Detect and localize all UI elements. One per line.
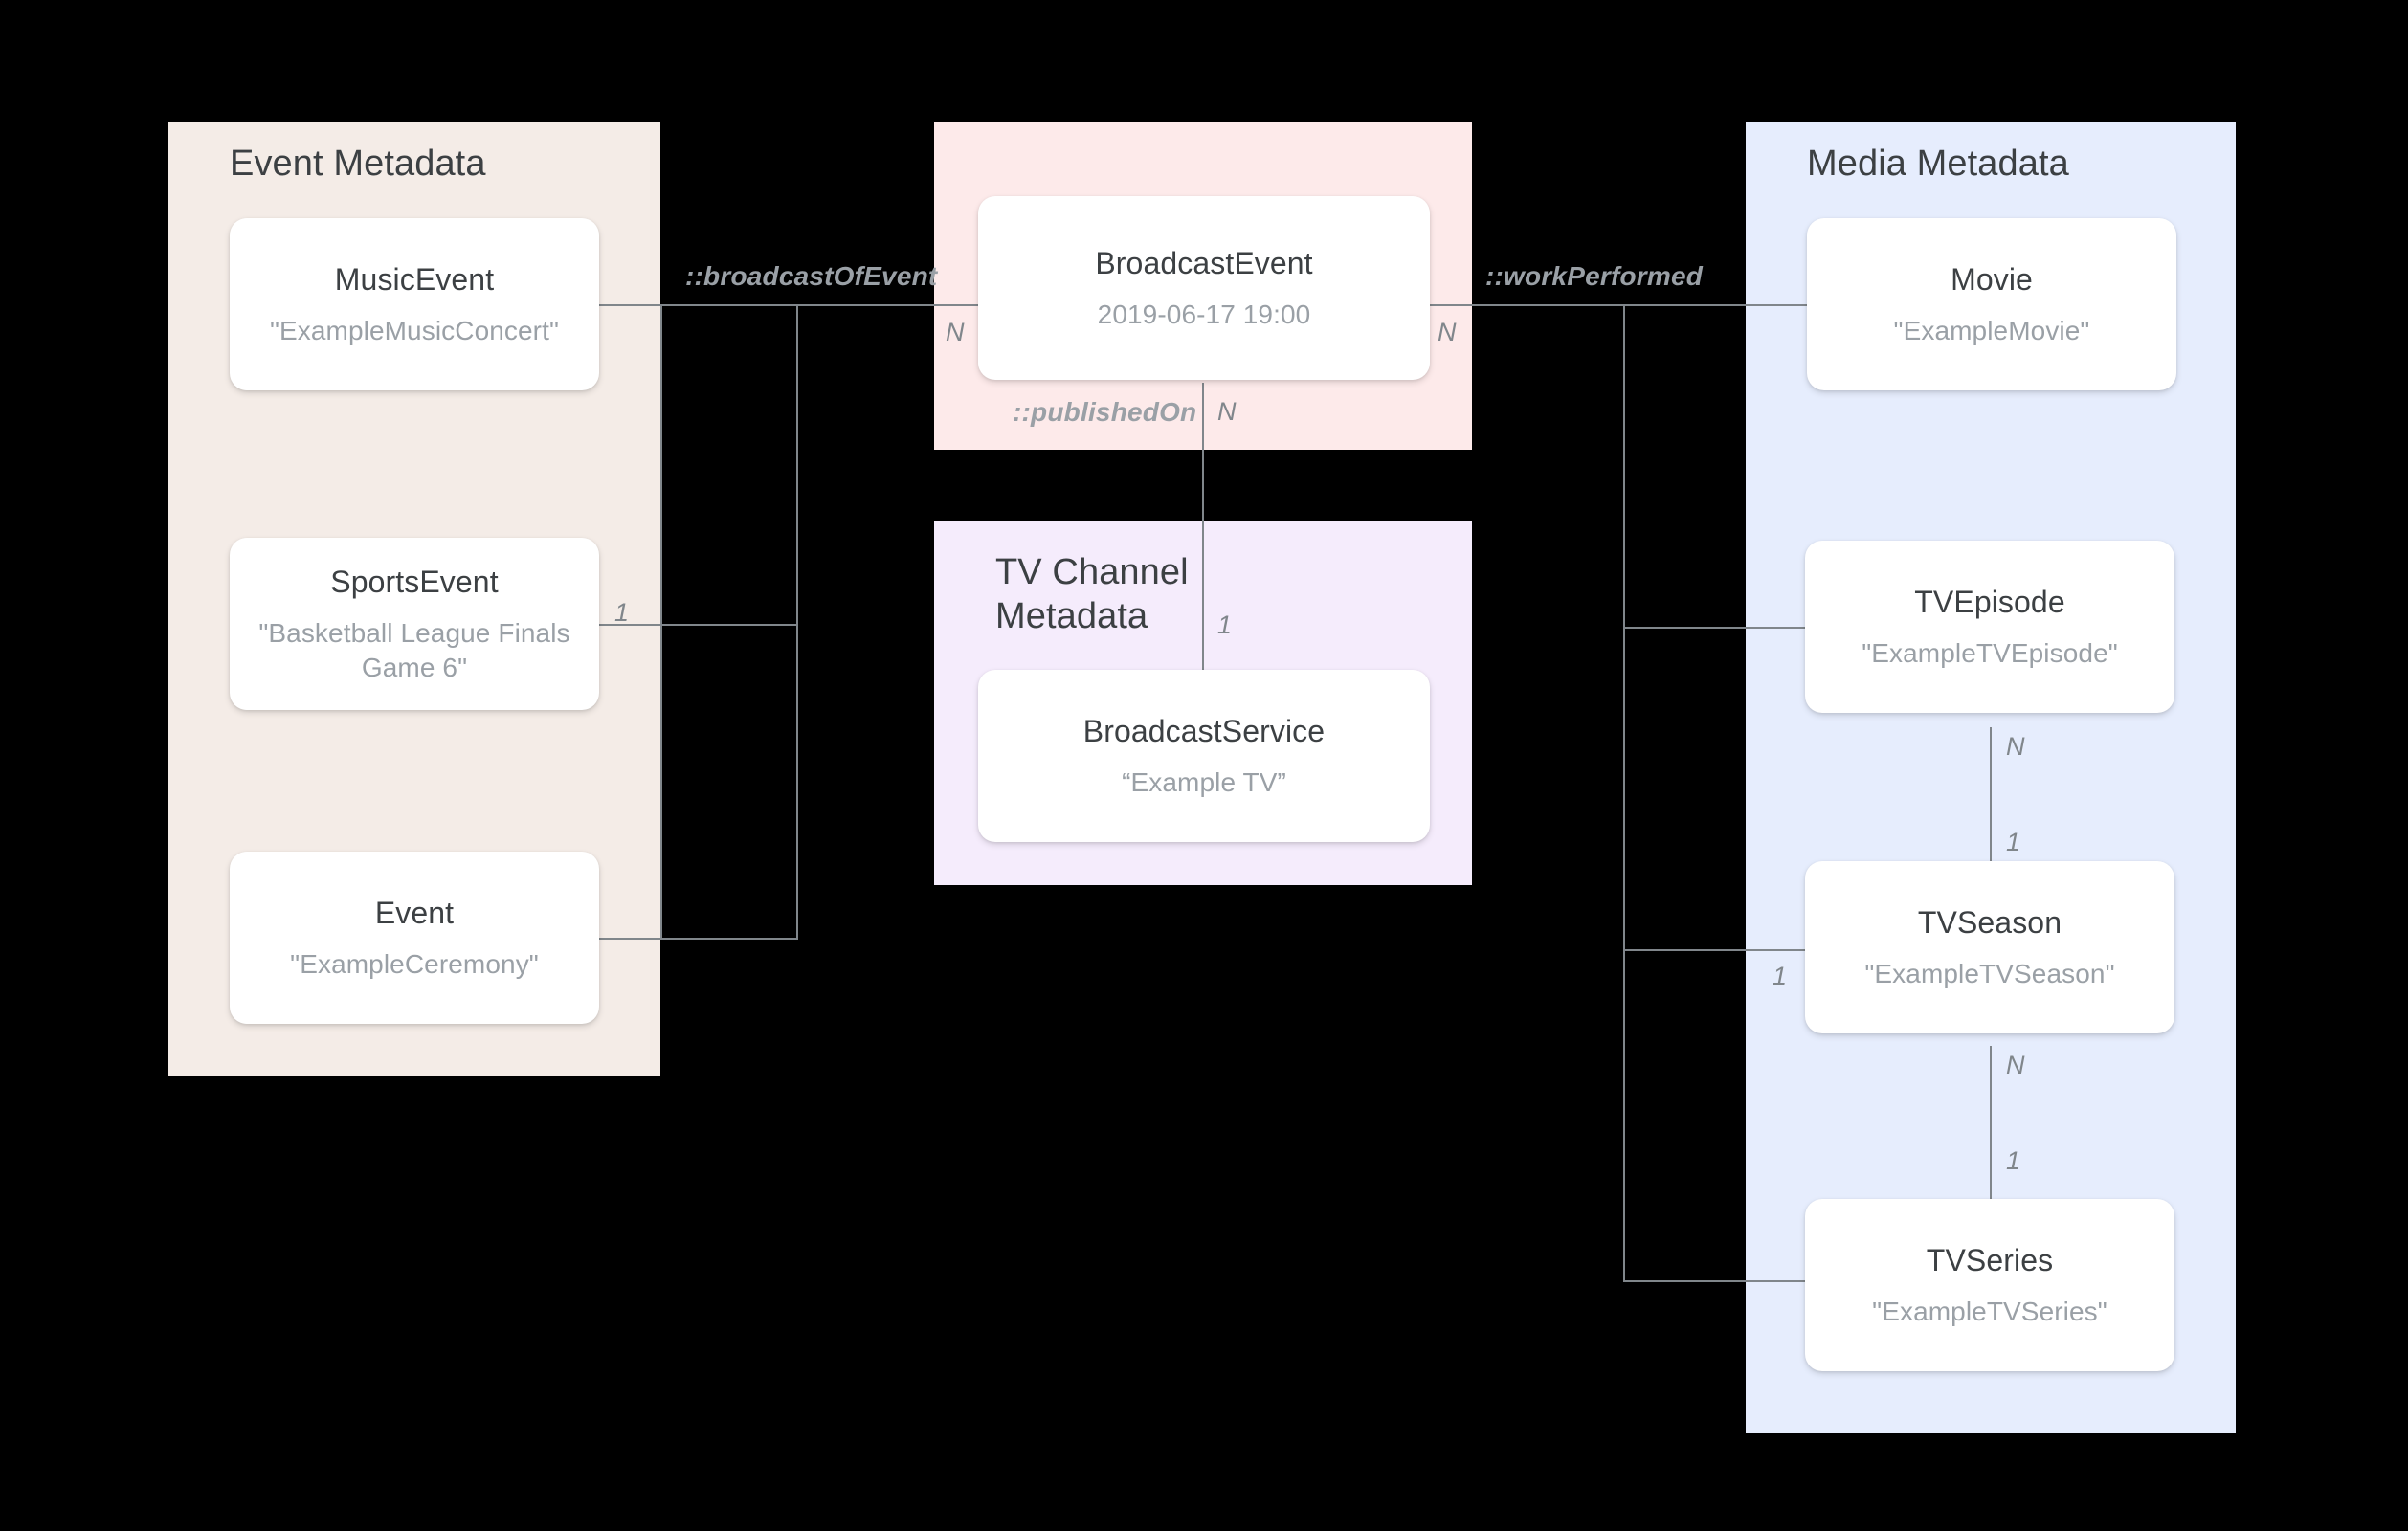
relation-label-published-on: ::publishedOn [1013,397,1197,427]
node-music-event-value: "ExampleMusicConcert" [269,315,560,345]
node-tv-episode-value: "ExampleTVEpisode" [1862,637,2118,668]
edge-event-stub [597,938,798,940]
group-title-media-metadata: Media Metadata [1807,144,2069,184]
node-tv-series-value: "ExampleTVSeries" [1872,1296,2107,1326]
edge-tv-episode-stub [1623,627,1815,629]
edge-season-to-series-line [1990,1046,1992,1199]
node-broadcast-event[interactable]: BroadcastEvent 2019-06-17 19:00 [978,196,1430,380]
node-sports-event-value: "Basketball League Finals Game 6" [258,617,570,682]
node-tv-series-type: TVSeries [1926,1242,2054,1277]
edge-tv-series-stub [1623,1280,1815,1282]
node-broadcast-service-value: “Example TV” [1122,766,1286,797]
node-sports-event-type: SportsEvent [330,564,499,599]
edge-music-event-stub [597,304,798,306]
edge-broadcast-of-event-line [796,304,978,306]
cardinality-season-to-series-1: 1 [2006,1146,2021,1175]
node-broadcast-service-type: BroadcastService [1082,713,1326,748]
edge-trunk-media-vertical [1623,304,1625,1280]
node-tv-episode[interactable]: TVEpisode "ExampleTVEpisode" [1805,541,2174,713]
node-music-event[interactable]: MusicEvent "ExampleMusicConcert" [230,218,599,390]
cardinality-season-to-series-n: N [2006,1051,2025,1079]
cardinality-published-on-bottom: 1 [1217,610,1233,639]
node-event-value: "ExampleCeremony" [290,948,539,979]
relation-label-work-performed: ::workPerformed [1485,261,1704,291]
node-movie-value: "ExampleMovie" [1893,315,2090,345]
node-movie[interactable]: Movie "ExampleMovie" [1807,218,2176,390]
node-tv-season-value: "ExampleTVSeason" [1864,958,2115,988]
edge-episode-to-season-line [1990,727,1992,899]
cardinality-season-left: 1 [1773,962,1788,990]
group-title-event-metadata: Event Metadata [230,144,486,184]
node-broadcast-event-type: BroadcastEvent [1095,245,1313,280]
group-title-tv-channel-metadata: TV Channel Metadata [995,552,1189,637]
node-tv-series[interactable]: TVSeries "ExampleTVSeries" [1805,1199,2174,1371]
cardinality-episode-to-season-1: 1 [2006,828,2021,856]
edge-trunk-event-vertical [796,304,798,938]
cardinality-published-on-top: N [1217,397,1237,426]
edge-event-group-riser [660,304,662,938]
node-movie-type: Movie [1951,261,2033,297]
node-tv-episode-type: TVEpisode [1914,584,2065,619]
node-broadcast-event-value: 2019-06-17 19:00 [1097,299,1311,329]
edge-sports-event-stub [597,624,798,626]
node-tv-season-type: TVSeason [1917,904,2062,940]
cardinality-sports-event: 1 [614,598,630,627]
node-event-type: Event [374,895,455,930]
node-broadcast-service[interactable]: BroadcastService “Example TV” [978,670,1430,842]
edge-movie-stub [1623,304,1815,306]
cardinality-broadcast-right: N [1438,318,1457,346]
node-tv-season[interactable]: TVSeason "ExampleTVSeason" [1805,861,2174,1033]
edge-tv-season-stub [1623,949,1815,951]
node-sports-event[interactable]: SportsEvent "Basketball League Finals Ga… [230,538,599,710]
edge-published-on-line [1202,383,1204,670]
edge-work-performed-line [1430,304,1633,306]
node-music-event-type: MusicEvent [334,261,495,297]
relation-label-broadcast-of-event: ::broadcastOfEvent [685,261,938,291]
cardinality-episode-to-season-n: N [2006,732,2025,761]
cardinality-broadcast-left: N [946,318,965,346]
node-event[interactable]: Event "ExampleCeremony" [230,852,599,1024]
